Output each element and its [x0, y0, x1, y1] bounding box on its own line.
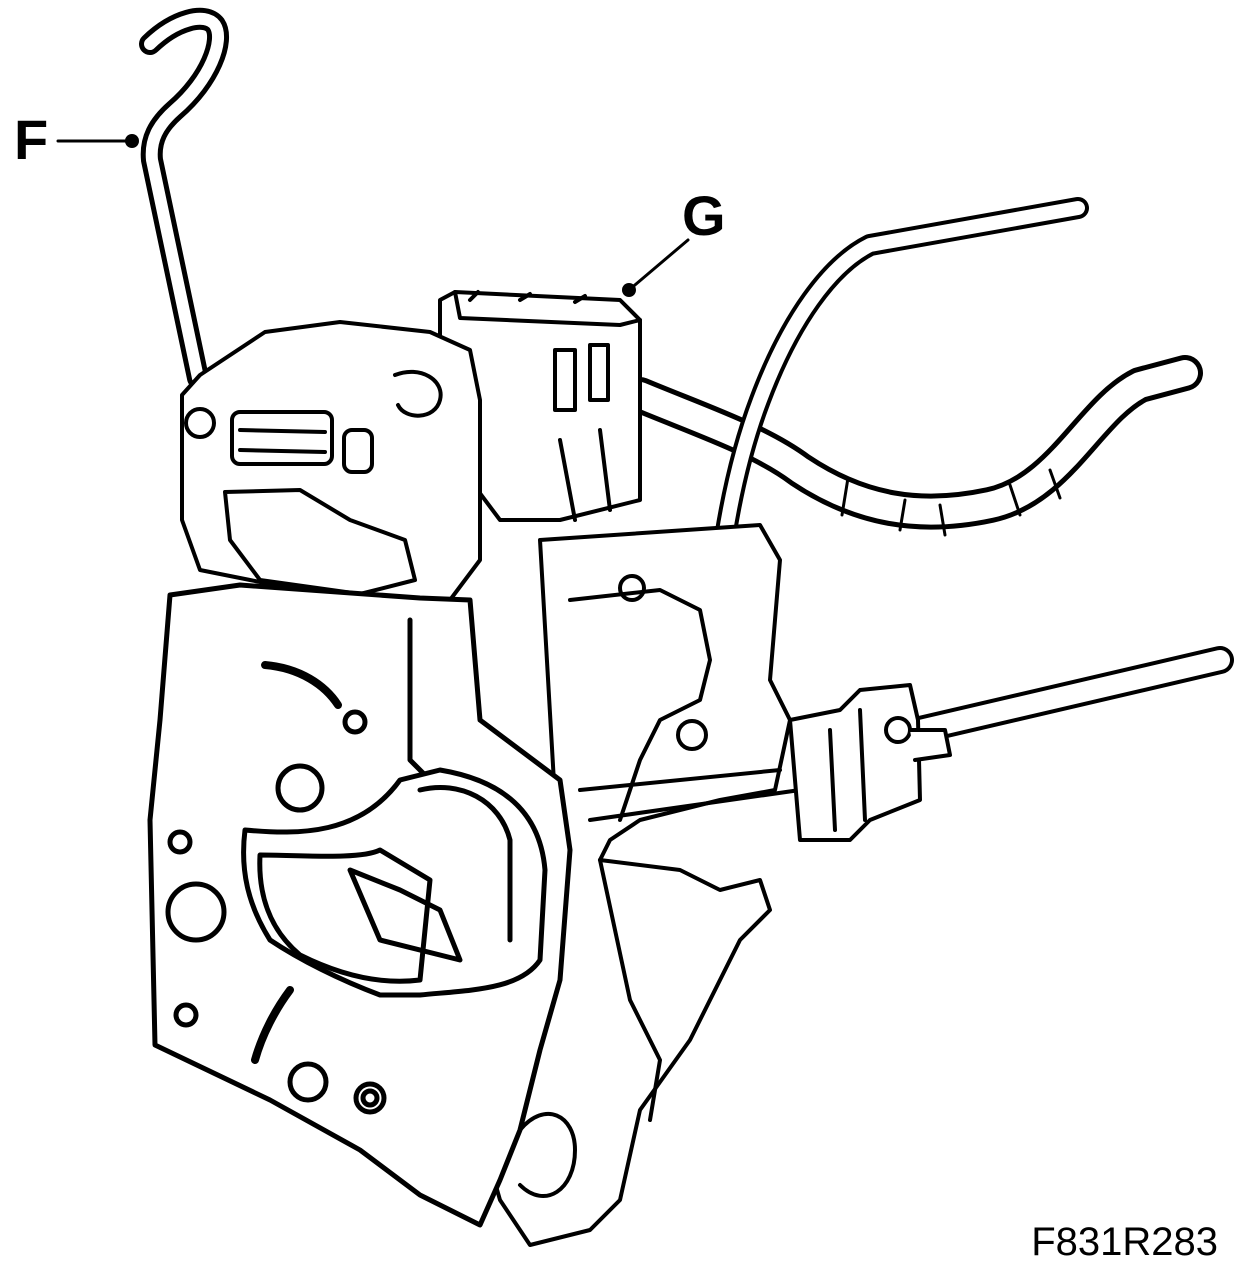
actuator-housing	[180, 320, 482, 602]
rod-f	[139, 7, 229, 389]
cable-end-fitting	[788, 683, 952, 842]
electrical-connector	[438, 290, 642, 522]
leader-lines	[56, 134, 690, 297]
leader-dot-g	[622, 283, 636, 297]
leader-dot-f	[125, 134, 139, 148]
latch-fork	[241, 767, 548, 998]
figure-code: F831R283	[1031, 1220, 1218, 1264]
callout-label-f: F	[14, 108, 49, 171]
leader-line-g	[627, 238, 690, 292]
callout-label-g: G	[682, 184, 726, 247]
cable-lower	[906, 646, 1234, 744]
mounting-frame	[478, 523, 802, 1247]
wiring-harness	[622, 355, 1203, 537]
